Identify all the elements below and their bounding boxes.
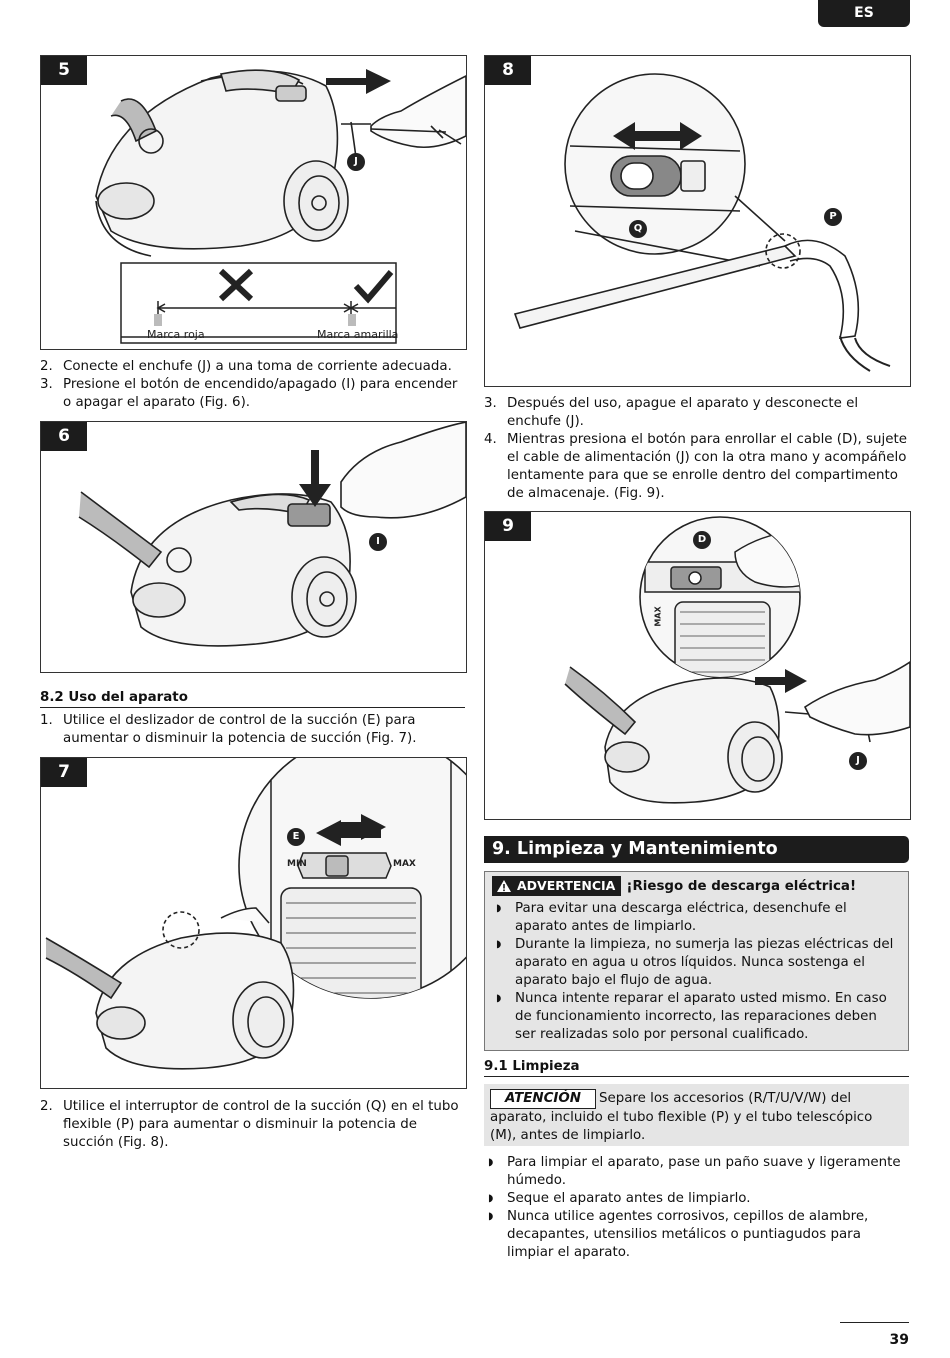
list-item: 2.Utilice el interruptor de control de l… [40, 1099, 459, 1150]
warning-box: ADVERTENCIA ¡Riesgo de descarga eléctric… [484, 871, 909, 1051]
footer-rule [840, 1322, 909, 1323]
red-mark-label: Marca roja [147, 328, 205, 341]
figure-number: 7 [41, 758, 87, 787]
figure-6-illustration [78, 422, 466, 647]
bullet-icon: ◗ [488, 1211, 494, 1222]
callout-d: D [693, 531, 711, 549]
max-label: MAX [393, 859, 416, 869]
list-item: ◗Nunca utilice agentes corrosivos, cepil… [488, 1209, 869, 1260]
list-item: ◗Para evitar una descarga eléctrica, des… [496, 901, 847, 934]
warning-title: ¡Riesgo de descarga eléctrica! [626, 878, 857, 894]
bullet-icon: ◗ [496, 939, 502, 950]
list-item: ◗Durante la limpieza, no sumerja las pie… [496, 937, 894, 988]
page-number: 39 [889, 1332, 909, 1348]
attention-label: ATENCIÓN [490, 1089, 596, 1109]
yellow-mark-label: Marca amarilla [317, 328, 399, 341]
list-item: ◗Para limpiar el aparato, pase un paño s… [488, 1155, 901, 1188]
steps-list-c: 2.Utilice el interruptor de control de l… [40, 1098, 465, 1152]
list-item: 4.Mientras presiona el botón para enroll… [484, 432, 907, 501]
figure-5-illustration [95, 69, 466, 344]
callout-i: I [369, 533, 387, 551]
figure-number: 5 [41, 56, 87, 85]
list-item: 3.Presione el botón de encendido/apagado… [40, 377, 458, 410]
warning-triangle-icon [497, 880, 511, 892]
figure-7-illustration [45, 758, 466, 1070]
callout-q: Q [629, 220, 647, 238]
callout-p: P [824, 208, 842, 226]
figure-number: 8 [485, 56, 531, 85]
figure-6: 6 I [40, 421, 467, 673]
figure-9: 9 D J MAX [484, 511, 911, 820]
list-item: 1.Utilice el deslizador de control de la… [40, 713, 417, 746]
bullet-icon: ◗ [488, 1193, 494, 1204]
list-item: ◗Nunca intente reparar el aparato usted … [496, 991, 887, 1042]
warning-list: ◗Para evitar una descarga eléctrica, des… [492, 900, 897, 1044]
bullet-icon: ◗ [488, 1157, 494, 1168]
steps-list-a: 2.Conecte el enchufe (J) a una toma de c… [40, 358, 465, 412]
warning-header: ADVERTENCIA ¡Riesgo de descarga eléctric… [492, 876, 856, 896]
bullet-icon: ◗ [496, 993, 502, 1004]
list-item: 2.Conecte el enchufe (J) a una toma de c… [40, 359, 452, 374]
bullet-icon: ◗ [496, 903, 502, 914]
max-label: MAX [653, 606, 663, 627]
figure-number: 6 [41, 422, 87, 451]
callout-e: E [287, 828, 305, 846]
min-label: MIN [287, 859, 307, 869]
figure-8-illustration [513, 73, 891, 372]
figure-5: 5 J Marca roja Marca amarilla [40, 55, 467, 350]
section-heading-9: 9. Limpieza y Mantenimiento [484, 836, 909, 863]
list-item: 3.Después del uso, apague el aparato y d… [484, 396, 859, 429]
figure-8: 8 Q P [484, 55, 911, 387]
list-item: ◗Seque el aparato antes de limpiarlo. [488, 1191, 751, 1206]
figure-7: 7 E MIN MAX [40, 757, 467, 1089]
callout-j: J [347, 153, 365, 171]
section-heading-9-1: 9.1 Limpieza [484, 1059, 909, 1077]
figure-9-illustration [564, 516, 910, 804]
section-heading-8-2: 8.2 Uso del aparato [40, 690, 465, 708]
warning-label: ADVERTENCIA [492, 876, 622, 896]
callout-j: J [849, 752, 867, 770]
language-tab: ES [818, 0, 910, 27]
steps-list-b: 1.Utilice el deslizador de control de la… [40, 712, 465, 748]
cleaning-list: ◗Para limpiar el aparato, pase un paño s… [484, 1154, 909, 1262]
figure-number: 9 [485, 512, 531, 541]
steps-list-d: 3.Después del uso, apague el aparato y d… [484, 395, 909, 503]
attention-text: Separe los accesorios (R/T/U/V/W) del ap… [490, 1091, 873, 1143]
